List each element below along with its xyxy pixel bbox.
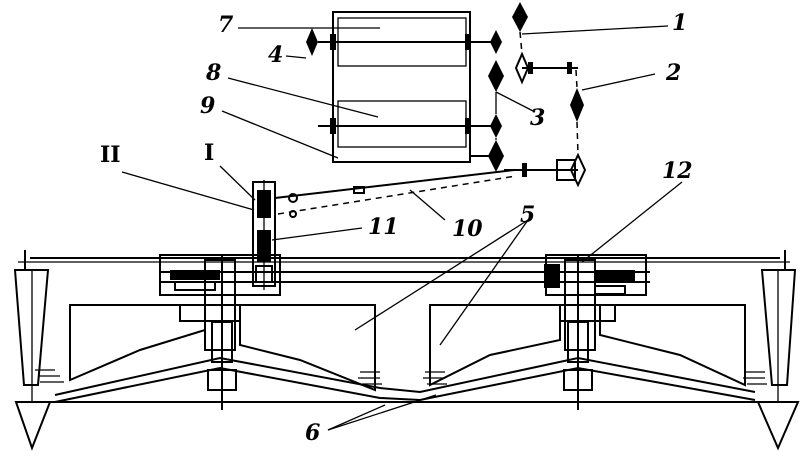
main-frame xyxy=(18,250,790,296)
label-II: II xyxy=(100,142,121,168)
label-8: 8 xyxy=(205,60,221,86)
chain-10 xyxy=(274,169,517,218)
label-9: 9 xyxy=(200,93,215,119)
left-gear-assembly xyxy=(170,255,241,410)
label-6: 6 xyxy=(305,420,320,446)
label-4: 4 xyxy=(268,42,283,68)
right-gear-assembly xyxy=(559,255,635,410)
label-12: 12 xyxy=(662,158,693,184)
label-I: I xyxy=(204,140,214,166)
leader-lines xyxy=(121,25,683,431)
label-1: 1 xyxy=(672,10,687,36)
label-7: 7 xyxy=(218,12,234,38)
label-5: 5 xyxy=(520,202,535,228)
label-10: 10 xyxy=(452,216,483,242)
label-2: 2 xyxy=(665,60,681,86)
lower-drive-6 xyxy=(28,356,780,403)
vertical-transmission-11 xyxy=(252,180,276,290)
sprocket-gears xyxy=(306,2,587,188)
label-3: 3 xyxy=(530,105,545,131)
label-11: 11 xyxy=(368,214,399,240)
side-dividers xyxy=(13,269,800,451)
gearbox-housing xyxy=(318,11,497,163)
chain-drive xyxy=(470,31,579,181)
